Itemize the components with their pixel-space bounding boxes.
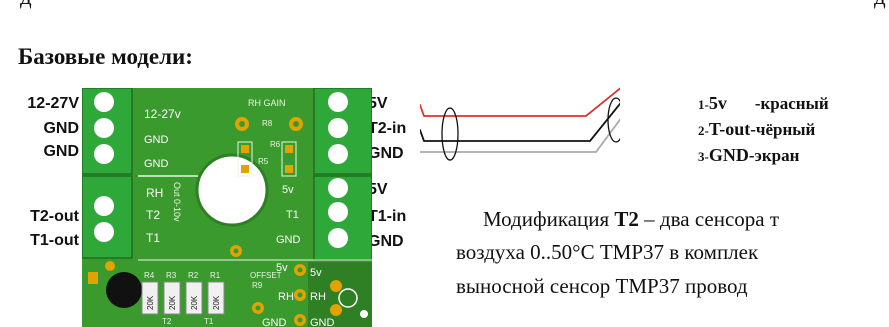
silk-gnd-1: GND [144,134,169,146]
resistor-value-2: 20K [168,295,177,310]
silk-out-range: Out 0-10v [172,182,182,222]
pin-label-5v-2: 5V [368,181,388,198]
silk-12-27v: 12-27v [144,107,181,121]
silk-r9: R9 [252,281,263,290]
section-heading: Базовые модели: [18,44,193,69]
legend-name-3: GND [708,145,749,165]
silk-rh-gain: RH GAIN [248,98,286,108]
silk-rh: RH [146,186,163,200]
legend-name-2: T-out [708,119,751,139]
resistor-value-1: 20K [146,295,155,310]
legend-row-2: 2-T-out-чёрный [698,119,815,140]
silk-r3: R3 [166,271,177,280]
silk-r8: R8 [262,119,273,128]
mounting-hole [195,153,269,227]
pin-label-5v-1: 5V [368,95,388,112]
pin-label-t1-in: T1-in [368,208,407,225]
legend-desc-1: -красный [754,94,829,113]
silk-r2: R2 [188,271,199,280]
silk-5v-a: 5v [282,184,294,196]
pin-label-12-27v: 12-27V [27,95,79,112]
pin-label-gnd-4: GND [368,233,404,250]
legend-num-1: 1- [698,97,709,112]
silk-t2-b: T2 [162,317,172,326]
resistor-row: 20K 20K 20K 20K [141,281,225,315]
sensor-cable-diagram: 1 2 3 [420,87,620,161]
clipped-char-left: д [20,0,32,10]
pin-label-t2-in: T2-in [368,120,407,137]
legend-name-1: 5v [708,93,727,113]
legend-num-2: 2- [698,123,709,138]
silk-t1: T1 [146,231,160,245]
silk-r5: R5 [258,157,269,166]
pin-label-gnd-3: GND [368,145,404,162]
silk-gnd-4: GND [262,317,287,327]
legend-desc-3: -экран [748,146,800,165]
terminal-block-left-bottom [82,175,133,259]
terminal-block-left-top [82,88,133,175]
legend-num-3: 3- [698,149,709,164]
silk-rh-c: RH [310,291,326,303]
pin-label-gnd-2: GND [43,143,79,160]
paragraph-line-2: воздуха 0..50°С TMP37 в комплек [456,240,759,264]
silk-gnd-3: GND [276,234,301,246]
legend-desc-2: -чёрный [750,120,816,139]
pin-label-t1-out: T1-out [30,232,79,249]
silk-rh-b: RH [278,291,294,303]
paragraph-line-1-prefix: Модификация [483,207,615,231]
shield-ring-left [441,107,459,161]
silk-offset: OFFSET [250,271,282,280]
terminal-block-right-top [313,88,372,175]
shield-ring-right [607,97,620,143]
silk-t1-b: T1 [286,209,299,221]
wire-shield [420,118,620,153]
pin-label-gnd-1: GND [43,120,79,137]
silk-r1: R1 [210,271,221,280]
silk-t1-c: T1 [204,317,214,326]
terminal-block-right-bottom [313,175,372,261]
paragraph-line-1: Модификация T2 – два сенсора т [483,207,779,232]
silk-r6: R6 [270,140,281,149]
legend-row-1: 1-5v -красный [698,93,829,114]
silk-5v-b: 5v [276,262,288,274]
wire-black [420,102,620,142]
pin-label-t2-out: T2-out [30,208,79,225]
silk-gnd-2: GND [144,158,169,170]
sensor-ic-on-board [106,272,142,308]
resistor-value-3: 20K [190,295,199,310]
silk-5v-c: 5v [310,267,322,279]
legend-row-3: 3-GND-экран [698,145,799,166]
pcb-board-diagram: 12-27v GND GND RH T2 T1 Out 0-10v RH GAI… [82,88,372,327]
paragraph-line-3: выносной сенсор TMP37 провод [456,274,748,298]
silk-r4: R4 [144,271,155,280]
clipped-char-right: д [874,0,886,10]
silk-t2: T2 [146,208,160,222]
silk-gnd-5: GND [310,317,335,327]
paragraph-line-1-rest: – два сенсора т [638,207,780,231]
resistor-value-4: 20K [212,295,221,310]
wire-red [420,87,620,117]
clipped-top-line: д д [0,0,889,14]
paragraph-line-1-bold: T2 [614,207,639,231]
